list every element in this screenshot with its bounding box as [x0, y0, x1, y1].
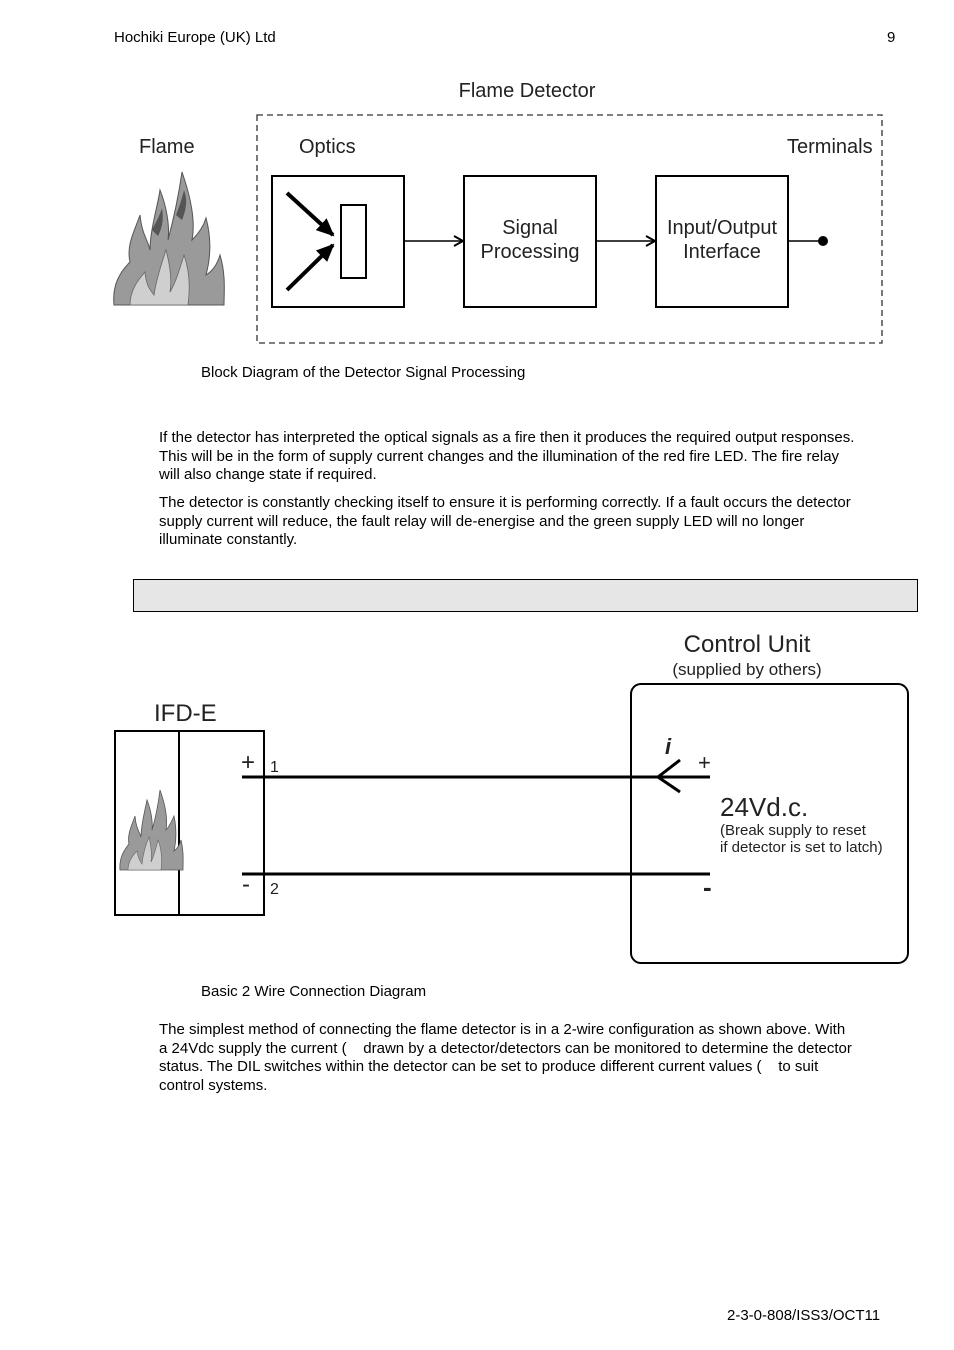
plus-symbol: + [241, 749, 255, 776]
terminal-2-label: 2 [270, 881, 279, 898]
detector-enclosure [256, 114, 883, 344]
figure-caption: Basic 2 Wire Connection Diagram [201, 983, 427, 1000]
reset-note: if detector is set to latch) [720, 839, 883, 856]
supplied-by-label: (supplied by others) [672, 660, 821, 679]
page-number: 9 [887, 29, 896, 46]
text-line: supply current will reduce, the fault re… [159, 512, 805, 530]
light-ray-arrow [285, 243, 335, 292]
diagram-title: Flame Detector [459, 80, 596, 102]
paragraph-self-check: The detector is constantly checking itse… [159, 494, 909, 550]
text-line: This will be in the form of supply curre… [159, 447, 840, 465]
device-label: IFD-E [154, 700, 217, 727]
optics-label: Optics [299, 136, 356, 158]
terminal-1-label: 1 [270, 759, 279, 776]
wiring-diagram: Control Unit (supplied by others) IFD-E … [114, 631, 909, 964]
text-line: status. The DIL switches within the dete… [159, 1058, 819, 1075]
terminals-label: Terminals [787, 136, 873, 158]
current-arrow-icon [655, 758, 681, 794]
block-diagram: Flame Detector Flame Optics Terminals Si… [113, 80, 883, 344]
terminal-dot [818, 236, 828, 246]
control-unit-box [630, 683, 909, 964]
text-line: a 24Vdc supply the current ( drawn by a … [159, 1039, 852, 1057]
text-line: The detector is constantly checking itse… [159, 494, 851, 511]
io-interface-label: Interface [683, 241, 761, 263]
figure-caption: Block Diagram of the Detector Signal Pro… [201, 364, 526, 381]
flame-icon [113, 171, 225, 306]
document-reference: 2-3-0-808/ISS3/OCT11 [727, 1307, 881, 1324]
current-symbol: i [665, 734, 672, 759]
flame-icon [119, 789, 184, 871]
io-interface-label: Input/Output [667, 217, 778, 239]
cu-plus-symbol: + [698, 750, 711, 775]
minus-symbol: - [242, 871, 250, 898]
cu-minus-symbol: - [703, 872, 712, 902]
section-header-band [133, 579, 918, 612]
text-line: If the detector has interpreted the opti… [159, 429, 855, 446]
company-name: Hochiki Europe (UK) Ltd [114, 29, 276, 46]
text-line: control systems. [159, 1076, 268, 1094]
flame-label: Flame [139, 136, 195, 158]
signal-processing-label: Processing [481, 241, 580, 263]
text-line: The simplest method of connecting the fl… [159, 1021, 846, 1038]
signal-processing-label: Signal [502, 217, 558, 239]
io-interface-block [655, 175, 789, 308]
sensor-element [340, 204, 367, 279]
paragraph-fire-response: If the detector has interpreted the opti… [159, 429, 909, 485]
reset-note: (Break supply to reset [720, 822, 867, 839]
paragraph-two-wire: The simplest method of connecting the fl… [159, 1021, 909, 1095]
text-line: illuminate constantly. [159, 531, 298, 548]
voltage-label: 24Vd.c. [720, 792, 808, 822]
detector-box [114, 730, 265, 916]
light-ray-arrow [285, 191, 335, 237]
control-unit-title: Control Unit [684, 631, 811, 658]
text-line: will also change state if required. [159, 466, 377, 483]
